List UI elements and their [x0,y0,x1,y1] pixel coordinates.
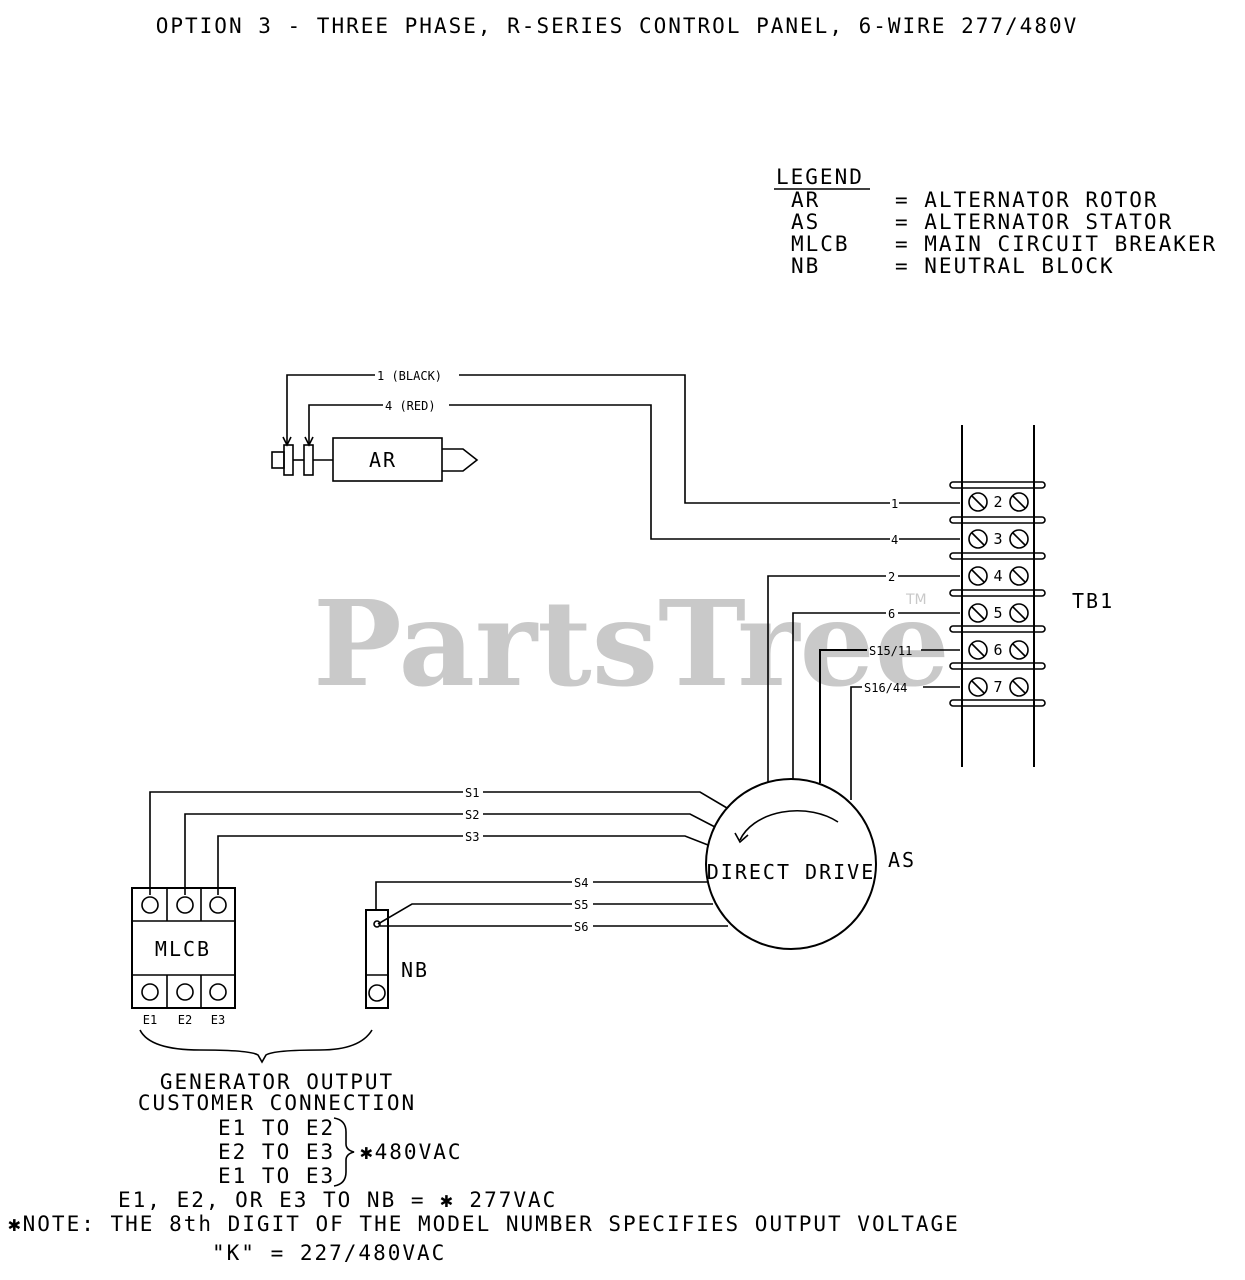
tb1-terminal-6: 6 [968,640,1029,660]
wire-s2: S2 [465,808,479,822]
watermark: PartsTree TM [313,574,950,713]
wire-tb-6: 6 [888,607,895,621]
tb1-terminal-number: 5 [993,604,1002,622]
breaker-label: MLCB [155,937,211,961]
stator-label: AS [888,848,916,872]
wire-tb-s15: S15/11 [869,644,912,658]
output-code-line: "K" = 227/480VAC [212,1241,446,1265]
wire-s1: S1 [465,786,479,800]
wire-tb-1: 1 [891,497,898,511]
watermark-tm: TM [905,592,927,608]
rotor-wire-black: 1 (BLACK) 1 [377,369,960,511]
diagram-title: OPTION 3 - THREE PHASE, R-SERIES CONTROL… [156,14,1079,38]
legend-desc-nb: = NEUTRAL BLOCK [895,254,1115,278]
wire-black-label: 1 (BLACK) [377,369,442,383]
legend-heading: LEGEND [776,165,864,189]
output-pairs-voltage: ✱480VAC [360,1140,463,1164]
tb1-label: TB1 [1072,589,1114,613]
output-pair-e1-e2: E1 TO E2 [218,1116,335,1140]
wire-tb-4: 4 [891,533,898,547]
stator-inner-label: DIRECT DRIVE [707,860,876,884]
main-circuit-breaker: MLCB E1 E2 E3 [131,887,236,1027]
wire-s4: S4 [574,876,588,890]
alternator-stator: DIRECT DRIVE AS [705,778,916,950]
legend-abbr-ar: AR [791,188,820,212]
breaker-wires: S1 S2 S3 [149,786,728,895]
legend-abbr-mlcb: MLCB [791,232,850,256]
legend-desc-as: = ALTERNATOR STATOR [895,210,1173,234]
neutral-wires: S4 S5 S6 [375,876,728,934]
tb1-terminal-number: 4 [993,567,1002,585]
wire-s5: S5 [574,898,588,912]
wire-tb-s16: S16/44 [864,681,907,695]
breaker-output-e2: E2 [178,1013,192,1027]
tb1-terminal-5: 5 [968,603,1029,623]
tb1-terminal-3: 3 [968,529,1029,549]
neutral-block-label: NB [401,958,429,982]
wire-tb-2: 2 [888,570,895,584]
stator-tb1-wires: 2 6 S15/11 S16/44 [767,570,960,800]
rotor-wire-red: 4 (RED) 4 [385,399,960,547]
legend: LEGEND AR = ALTERNATOR ROTOR AS = ALTERN… [774,165,1217,278]
output-heading-1: GENERATOR OUTPUT [160,1070,394,1094]
output-pair-e2-e3: E2 TO E3 [218,1140,335,1164]
terminal-block-tb1: 2 3 4 5 6 7 TB1 [949,425,1114,767]
legend-abbr-nb: NB [791,254,820,278]
rotor-label: AR [369,448,397,472]
output-voltage-note: ✱NOTE: THE 8th DIGIT OF THE MODEL NUMBER… [8,1212,960,1236]
output-heading-2: CUSTOMER CONNECTION [138,1091,416,1115]
neutral-block: NB [365,909,429,1009]
alternator-rotor: AR [271,374,479,482]
wire-s3: S3 [465,830,479,844]
tb1-terminal-2: 2 [968,492,1029,512]
output-neutral-line: E1, E2, OR E3 TO NB = ✱ 277VAC [118,1188,557,1212]
wire-s6: S6 [574,920,588,934]
tb1-terminal-number: 6 [993,641,1002,659]
legend-abbr-as: AS [791,210,820,234]
breaker-output-e3: E3 [211,1013,225,1027]
legend-desc-ar: = ALTERNATOR ROTOR [895,188,1159,212]
tb1-terminal-7: 7 [968,677,1029,697]
pairs-brace [333,1117,355,1187]
wire-red-label: 4 (RED) [385,399,436,413]
breaker-output-e1: E1 [143,1013,157,1027]
output-pair-e1-e3: E1 TO E3 [218,1164,335,1188]
tb1-terminal-4: 4 [968,566,1029,586]
watermark-text: PartsTree [313,574,950,713]
output-notes: GENERATOR OUTPUT CUSTOMER CONNECTION E1 … [8,1070,960,1265]
tb1-terminal-number: 3 [993,530,1002,548]
legend-desc-mlcb: = MAIN CIRCUIT BREAKER [895,232,1217,256]
output-brace [139,1029,373,1064]
tb1-terminal-number: 2 [993,493,1002,511]
tb1-terminal-number: 7 [993,678,1002,696]
